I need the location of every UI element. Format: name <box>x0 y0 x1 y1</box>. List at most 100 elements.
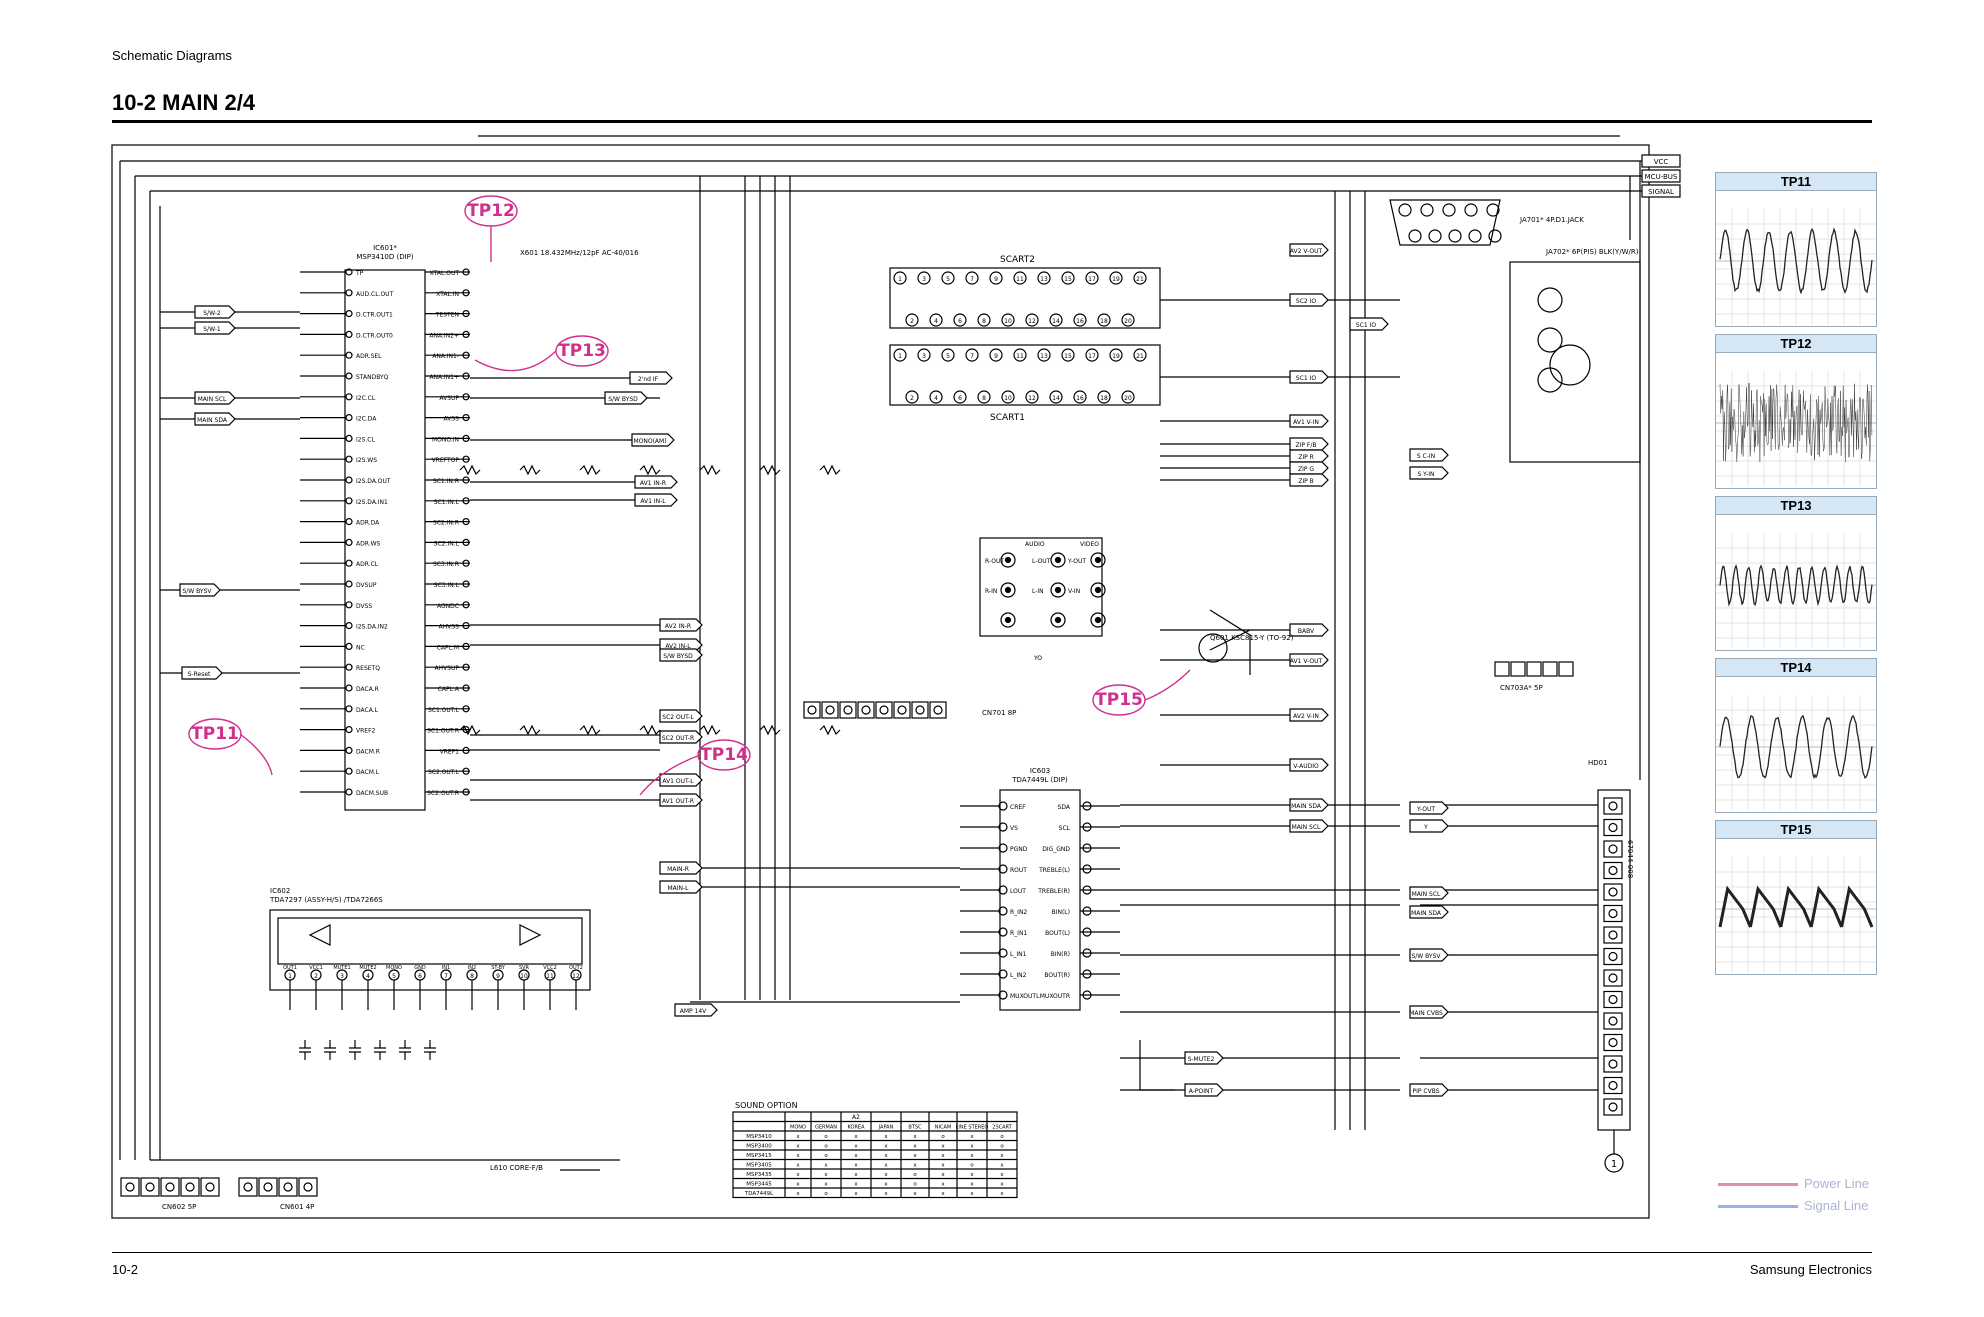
net-label: AV1 V-OUT <box>1290 658 1323 665</box>
capacitor-symbol <box>399 1040 411 1060</box>
net-label: S Y-IN <box>1417 471 1434 478</box>
table-cell: x <box>913 1163 917 1169</box>
net-label: 2'nd IF <box>638 376 659 383</box>
ic602-pin-number: 3 <box>340 973 344 980</box>
cn701-pin <box>840 702 856 718</box>
table-cell: x <box>913 1191 917 1197</box>
resistor-symbol <box>700 466 720 474</box>
table-cell: x <box>854 1163 858 1169</box>
resistor-symbol <box>520 466 540 474</box>
table-cell: x <box>913 1134 917 1140</box>
ja702-label: JA702* 6P(PIS) BLK(Y/W/R) <box>1545 248 1639 256</box>
cn701-pin <box>822 702 838 718</box>
scart2-label: SCART2 <box>1000 255 1035 265</box>
ic601-pin-label: AHVSS <box>439 624 460 631</box>
ic603-pin-label: L_IN2 <box>1010 972 1027 979</box>
table-header: 2SCART <box>992 1125 1012 1131</box>
table-cell: x <box>913 1144 917 1150</box>
jack-pin <box>1056 618 1061 623</box>
sound-option-table: A2MONOGERMANKOREAJAPANBTSCNICAMLINE STER… <box>733 1112 1017 1198</box>
ja702-socket <box>1538 288 1562 312</box>
hd01-pin-hole <box>1609 910 1617 918</box>
table-cell: MSP3405 <box>746 1163 772 1169</box>
scart-pin-number: 12 <box>1028 318 1036 325</box>
ic602-pin-label: SVR <box>519 965 530 971</box>
table-cell: x <box>884 1144 888 1150</box>
bottom-connectors <box>121 1178 317 1196</box>
table-cell: x <box>884 1172 888 1178</box>
pin-dot <box>346 747 352 753</box>
scart-pin-number: 10 <box>1004 318 1012 325</box>
ic603-pin-label: MUXOUTR <box>1040 993 1070 1000</box>
ic603-pin-label: VS <box>1010 825 1018 832</box>
table-cell: x <box>1000 1153 1004 1159</box>
pin-dot <box>346 415 352 421</box>
ic602-pin-number: 8 <box>470 973 474 980</box>
wire <box>1140 1040 1175 1090</box>
table-cell: x <box>796 1163 800 1169</box>
ic602-pin-label: MUTE2 <box>359 965 376 971</box>
net-tag <box>1410 820 1448 832</box>
dsub-connector <box>1390 200 1500 245</box>
cn701-pin-hole <box>934 706 942 714</box>
pin-dot <box>346 477 352 483</box>
cn701-pin-hole <box>916 706 924 714</box>
jack-pin <box>1056 558 1061 563</box>
dsub-pin <box>1429 230 1441 242</box>
cn601-label: CN601 4P <box>280 1203 314 1211</box>
hd01-pin <box>1604 970 1622 986</box>
hd01-pin <box>1604 1035 1622 1051</box>
table-cell: x <box>884 1153 888 1159</box>
hd01-pin-hole <box>1609 824 1617 832</box>
hd01-pin <box>1604 798 1622 814</box>
cn602-pin-hole <box>146 1183 154 1191</box>
hd01-pin-hole <box>1609 953 1617 961</box>
cn601-pin-hole <box>304 1183 312 1191</box>
ic601-pin-label: I2S.WS <box>356 457 377 464</box>
ic602-part: TDA7297 (ASSY-H/S) /TDA7266S <box>269 896 383 904</box>
cn701-pin <box>930 702 946 718</box>
table-cell: x <box>941 1163 945 1169</box>
pin-dot <box>346 394 352 400</box>
ic601-pin-label: SC1.OUT.R <box>427 728 459 735</box>
table-cell: x <box>941 1153 945 1159</box>
ic601-pin-label: ADR.CL <box>356 561 379 568</box>
hd01-pin-hole <box>1609 802 1617 810</box>
table-header: NICAM <box>935 1125 951 1131</box>
net-labels-left: S/W-2S/W-1MAIN SCLMAIN SDAS/W BYSVS-Rese… <box>180 306 235 679</box>
ic601-pin-label: STANDBYQ <box>356 374 389 381</box>
net-label: S/W BYSD <box>608 396 638 403</box>
ic601-pin-label: VREF1 <box>440 748 460 755</box>
table-cell: MSP3400 <box>746 1144 772 1150</box>
table-cell: x <box>824 1163 828 1169</box>
legend-power: Power Line <box>1718 1176 1869 1191</box>
pin-dot <box>346 373 352 379</box>
tp12-panel-title: TP12 <box>1716 335 1876 353</box>
pin-dot <box>346 498 352 504</box>
net-label: S/W BYSV <box>182 588 212 595</box>
hd01-pin-hole <box>1609 867 1617 875</box>
cn701-pin-hole <box>826 706 834 714</box>
hd01-pin-hole <box>1609 1060 1617 1068</box>
scart-pin-number: 18 <box>1100 395 1108 402</box>
ic601-pin-label: AGNDC <box>437 603 459 610</box>
tp15-panel-title: TP15 <box>1716 821 1876 839</box>
cn601-pin <box>259 1178 277 1196</box>
jack-pin <box>1096 588 1101 593</box>
tp13-panel: TP13 <box>1715 496 1877 651</box>
ic601-pin-label: SC1.OUT.L <box>428 707 460 714</box>
ic601-pin-label: DACM.R <box>356 748 380 755</box>
pin-dot <box>346 290 352 296</box>
net-label: SC1 IO <box>1296 375 1316 382</box>
scart-pin-number: 19 <box>1112 276 1120 283</box>
hd01-connector <box>804 662 1630 1154</box>
scart-pin-number: 3 <box>922 276 926 283</box>
ic601-pin-label: ANA.IN1+ <box>429 374 459 381</box>
net-label: Y-OUT <box>1416 806 1435 813</box>
hd01-pin-hole <box>1609 974 1617 982</box>
net-label: ZIP R <box>1298 454 1314 461</box>
av-jack-block <box>980 538 1102 636</box>
ic601-pin-label: I2C.DA <box>356 416 377 423</box>
ic601-pin-label: D.CTR.OUT0 <box>356 332 393 339</box>
